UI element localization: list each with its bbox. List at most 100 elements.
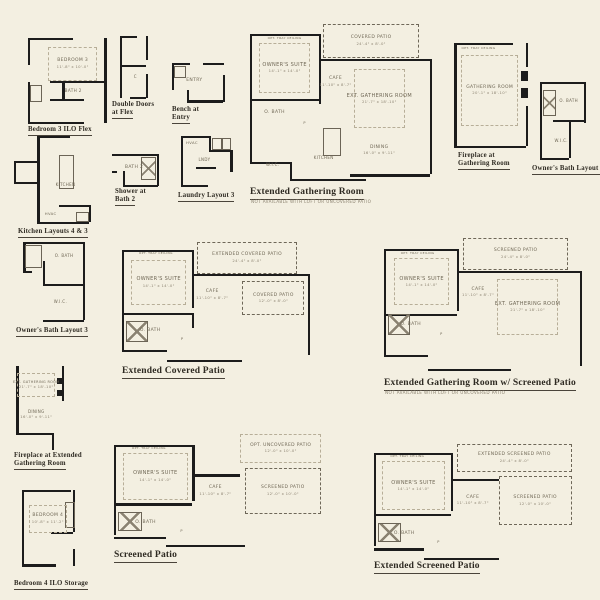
wall-segment (526, 43, 529, 68)
wall-segment (119, 64, 147, 67)
wall-segment (580, 270, 583, 366)
wall-segment (450, 453, 454, 512)
room-name: KITCHEN (55, 181, 76, 187)
wall-segment (37, 136, 71, 139)
room-name: LNDY (198, 156, 211, 162)
wall-segment (59, 204, 89, 207)
room-name: GATHERING ROOM (466, 84, 514, 90)
wall-segment (423, 557, 499, 560)
wall-segment (119, 36, 137, 39)
room-dimensions: 24'-4" x 8'-0" (499, 457, 529, 463)
plan-title-text: Laundry Layout 3 (178, 192, 235, 202)
wall-segment (290, 161, 293, 181)
room-dimensions: 21'-7" x 18'-10" (361, 98, 397, 104)
room-name: O. BATH (139, 328, 161, 334)
wall-segment (49, 80, 105, 83)
room-name: HVAC (44, 211, 57, 217)
plan-title-line: Bench at (172, 106, 199, 114)
plan-title: Bedroom 4 ILO Storage (14, 580, 89, 590)
floor-plan-laundry-layout-3: HVAC LNDY (180, 136, 233, 187)
wall-segment (37, 222, 89, 225)
room-dimensions: 12'-0" x 10'-0" (264, 448, 297, 454)
room-name: OPT. TRAY CEILING (400, 250, 435, 255)
room-name: OWNER'S SUITE (136, 276, 181, 283)
room-opt-tray-ceiling: OPT. TRAY CEILING (123, 446, 175, 450)
plan-title-line: Entry (172, 114, 199, 125)
room-dimensions: 14'-1" x 14'-0" (142, 282, 175, 288)
wall-segment (122, 313, 192, 316)
wall-segment (16, 433, 52, 436)
room-name: CAFE (471, 286, 485, 292)
plan-title-text: Double Doors (112, 101, 155, 108)
room-name: P (303, 121, 306, 125)
plan-title-line: Owner's Bath Layout 3 (16, 327, 88, 337)
room-p: P (177, 528, 186, 534)
plan-title-text: Bedroom 4 ILO Storage (14, 580, 89, 590)
room-o-bath: O. BATH (558, 96, 579, 106)
room-kitchen: KITCHEN (50, 180, 81, 189)
wall-segment (454, 43, 457, 146)
wall-segment (21, 490, 71, 493)
wall-segment (21, 564, 57, 567)
plan-title-text: Extended Gathering Room (250, 187, 364, 201)
shower-fixture-icon (125, 320, 149, 343)
room-name: O. BATH (393, 530, 415, 536)
wall-segment (319, 33, 322, 104)
wall-segment (123, 170, 126, 186)
plan-title: Owner's Bath Layout 6 (532, 165, 600, 175)
plan-title-text: Kitchen Layouts 4 & 3 (18, 228, 88, 238)
wall-segment (172, 62, 190, 65)
plan-title-line: Double Doors (112, 101, 154, 109)
wall-segment (319, 59, 431, 62)
plan-title-line: Laundry Layout 3 (178, 192, 235, 202)
plan-title-text: Screened Patio (114, 550, 178, 564)
room-dimensions: 14'-1" x 14'-0" (268, 68, 301, 74)
wall-segment (454, 43, 513, 46)
floor-plan-kitchen-layouts-4-and-3: KITCHEN HVAC (14, 136, 92, 225)
wall-segment (430, 59, 433, 175)
appliance-icon (76, 211, 90, 223)
room-name: EXTENDED SCREENED PATIO (477, 452, 551, 458)
room-name: O. BATH (264, 109, 285, 115)
wall-segment (114, 445, 193, 448)
room-dimensions: 14'-1" x 14'-0" (405, 282, 438, 288)
room-kitchen: KITCHEN (310, 152, 337, 163)
room-name: OPT. TRAY CEILING (267, 36, 302, 41)
room-name: HVAC (186, 140, 198, 146)
plan-title-line: Kitchen Layouts 4 & 3 (18, 228, 88, 238)
room-w-i-c: W.I.C. (259, 160, 286, 170)
plan-title-line: Shower at (115, 188, 146, 196)
plan-title: Owner's Bath Layout 3 (16, 327, 88, 337)
room-name: W.I.C. (53, 298, 68, 304)
wall-segment (427, 368, 511, 371)
wall-segment (192, 445, 195, 502)
wall-segment (49, 99, 85, 102)
room-p: P (178, 336, 186, 342)
wall-segment (37, 136, 40, 224)
room-opt-tray-ceiling: OPT. TRAY CEILING (462, 47, 496, 51)
room-name: SCREENED PATIO (261, 485, 305, 491)
wall-segment (119, 36, 123, 98)
room-bath-2: BATH 2 (124, 164, 144, 172)
room-name: CAFE (328, 75, 343, 81)
room-opt-tray-ceiling: OPT. TRAY CEILING (394, 250, 442, 256)
room-dimensions: 11'-8" x 10'-0" (56, 63, 89, 69)
room-dimensions: 16'-0" x 9'-11" (20, 414, 53, 420)
room-name: BATH 2 (124, 165, 144, 171)
floor-plan-double-doors-at-flex: C (118, 36, 150, 99)
plan-title-line: Owner's Bath Layout 6 (532, 165, 600, 175)
plan-title-line: Gathering Room (458, 160, 510, 171)
wall-segment (62, 80, 65, 100)
